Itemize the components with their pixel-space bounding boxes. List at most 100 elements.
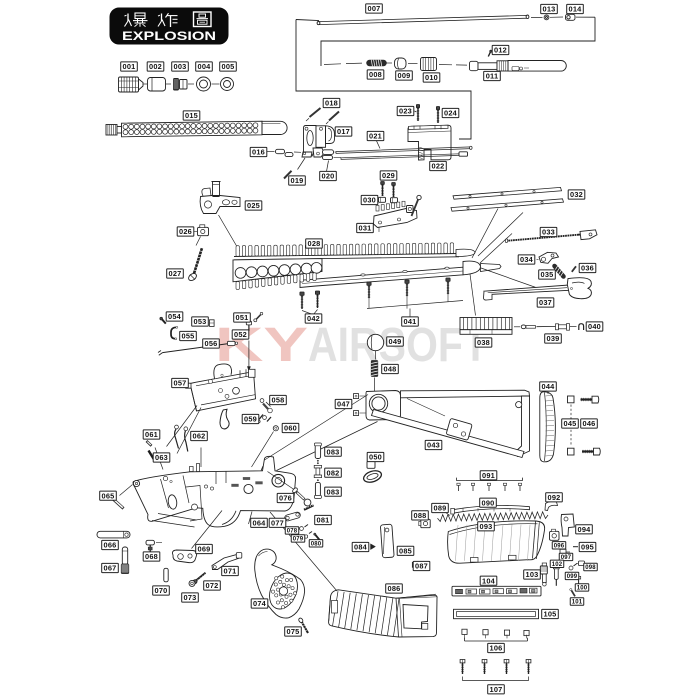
svg-text:091: 091 bbox=[482, 471, 495, 480]
svg-text:008: 008 bbox=[369, 70, 382, 79]
svg-text:083: 083 bbox=[327, 487, 340, 496]
svg-text:021: 021 bbox=[369, 132, 382, 141]
svg-text:013: 013 bbox=[543, 5, 556, 14]
svg-text:028: 028 bbox=[308, 239, 321, 248]
svg-text:098: 098 bbox=[585, 565, 596, 571]
svg-text:078: 078 bbox=[287, 529, 298, 535]
svg-text:045: 045 bbox=[564, 419, 577, 428]
svg-text:042: 042 bbox=[307, 314, 320, 323]
svg-text:029: 029 bbox=[382, 171, 395, 180]
svg-text:001: 001 bbox=[123, 62, 136, 71]
svg-text:051: 051 bbox=[236, 313, 249, 322]
svg-text:074: 074 bbox=[253, 599, 267, 608]
svg-text:073: 073 bbox=[184, 593, 197, 602]
svg-text:057: 057 bbox=[174, 379, 187, 388]
svg-text:082: 082 bbox=[327, 468, 340, 477]
svg-text:101: 101 bbox=[572, 600, 583, 606]
svg-text:047: 047 bbox=[337, 400, 350, 409]
svg-text:063: 063 bbox=[155, 453, 168, 462]
svg-text:071: 071 bbox=[224, 567, 237, 576]
svg-text:023: 023 bbox=[399, 107, 412, 116]
svg-text:092: 092 bbox=[548, 493, 561, 502]
svg-text:027: 027 bbox=[169, 269, 182, 278]
svg-text:022: 022 bbox=[432, 162, 445, 171]
svg-text:053: 053 bbox=[194, 317, 207, 326]
svg-text:041: 041 bbox=[404, 317, 417, 326]
svg-text:032: 032 bbox=[570, 190, 583, 199]
svg-text:072: 072 bbox=[206, 581, 219, 590]
svg-text:014: 014 bbox=[569, 5, 583, 14]
svg-text:087: 087 bbox=[415, 562, 428, 571]
svg-text:064: 064 bbox=[253, 518, 267, 527]
svg-text:050: 050 bbox=[369, 453, 382, 462]
svg-text:012: 012 bbox=[494, 46, 507, 55]
svg-text:009: 009 bbox=[398, 71, 411, 80]
svg-text:EXPLOSION: EXPLOSION bbox=[122, 29, 216, 43]
svg-text:060: 060 bbox=[284, 424, 297, 433]
svg-text:040: 040 bbox=[588, 322, 601, 331]
svg-text:026: 026 bbox=[179, 227, 192, 236]
svg-text:016: 016 bbox=[252, 148, 265, 157]
svg-text:080: 080 bbox=[311, 541, 322, 547]
svg-text:024: 024 bbox=[444, 109, 458, 118]
svg-text:090: 090 bbox=[482, 498, 495, 507]
svg-text:102: 102 bbox=[552, 562, 563, 568]
svg-text:103: 103 bbox=[526, 570, 539, 579]
svg-text:044: 044 bbox=[542, 382, 556, 391]
svg-text:004: 004 bbox=[198, 62, 212, 71]
svg-text:058: 058 bbox=[272, 396, 285, 405]
svg-text:095: 095 bbox=[581, 543, 594, 552]
svg-text:070: 070 bbox=[155, 586, 168, 595]
svg-text:031: 031 bbox=[359, 224, 372, 233]
svg-text:046: 046 bbox=[583, 419, 596, 428]
svg-text:065: 065 bbox=[102, 491, 115, 500]
svg-text:104: 104 bbox=[482, 576, 496, 585]
svg-text:066: 066 bbox=[104, 541, 117, 550]
svg-text:076: 076 bbox=[279, 494, 292, 503]
svg-text:015: 015 bbox=[185, 111, 198, 120]
svg-text:088: 088 bbox=[414, 511, 427, 520]
svg-text:030: 030 bbox=[363, 196, 376, 205]
svg-text:037: 037 bbox=[539, 298, 552, 307]
svg-text:094: 094 bbox=[578, 525, 592, 534]
svg-text:003: 003 bbox=[174, 62, 187, 71]
svg-text:018: 018 bbox=[325, 99, 338, 108]
svg-text:059: 059 bbox=[244, 415, 257, 424]
svg-text:038: 038 bbox=[477, 338, 490, 347]
svg-text:075: 075 bbox=[287, 627, 300, 636]
svg-text:017: 017 bbox=[337, 127, 350, 136]
svg-text:077: 077 bbox=[271, 518, 284, 527]
svg-text:048: 048 bbox=[384, 365, 397, 374]
svg-text:034: 034 bbox=[520, 255, 534, 264]
svg-text:054: 054 bbox=[168, 312, 182, 321]
svg-text:055: 055 bbox=[182, 332, 195, 341]
svg-text:086: 086 bbox=[388, 584, 401, 593]
svg-text:100: 100 bbox=[577, 586, 588, 592]
svg-text:081: 081 bbox=[317, 516, 330, 525]
svg-text:061: 061 bbox=[145, 430, 158, 439]
svg-text:036: 036 bbox=[581, 264, 594, 273]
svg-text:107: 107 bbox=[490, 685, 503, 694]
svg-text:096: 096 bbox=[554, 543, 565, 549]
svg-text:049: 049 bbox=[389, 337, 402, 346]
svg-text:083: 083 bbox=[327, 447, 340, 456]
svg-text:099: 099 bbox=[567, 574, 578, 580]
svg-text:068: 068 bbox=[145, 552, 158, 561]
svg-text:105: 105 bbox=[544, 610, 557, 619]
svg-text:020: 020 bbox=[322, 172, 335, 181]
svg-text:097: 097 bbox=[561, 555, 572, 561]
svg-text:039: 039 bbox=[547, 334, 560, 343]
svg-text:005: 005 bbox=[222, 62, 235, 71]
svg-text:033: 033 bbox=[542, 228, 555, 237]
svg-text:002: 002 bbox=[149, 62, 162, 71]
svg-text:007: 007 bbox=[368, 4, 381, 13]
svg-text:035: 035 bbox=[541, 270, 554, 279]
svg-text:010: 010 bbox=[425, 73, 438, 82]
svg-text:084: 084 bbox=[354, 543, 368, 552]
svg-text:025: 025 bbox=[247, 201, 260, 210]
svg-text:106: 106 bbox=[490, 644, 503, 653]
svg-text:079: 079 bbox=[293, 537, 304, 543]
svg-text:093: 093 bbox=[480, 522, 493, 531]
svg-text:067: 067 bbox=[104, 564, 117, 573]
svg-text:052: 052 bbox=[234, 330, 247, 339]
